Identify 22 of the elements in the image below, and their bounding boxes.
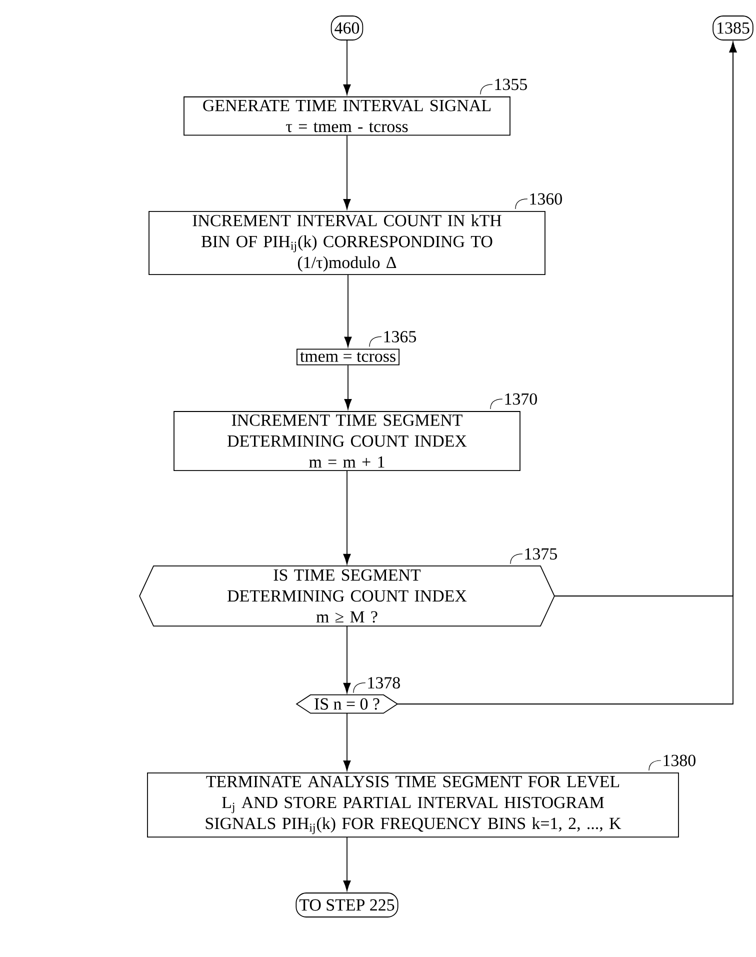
process-box: INCREMENT INTERVAL COUNT IN kTH BIN OF PIH$_{ij}$(k) CORRESPONDING TO (1/τ)modulo Δ	[148, 210, 546, 276]
arrow	[396, 42, 737, 704]
arrow	[343, 626, 351, 694]
reference-number: 1360	[515, 193, 562, 210]
arrow	[344, 364, 352, 410]
reference-number: 1375	[510, 548, 557, 564]
reference-number: 1380	[648, 754, 696, 771]
process-box: GENERATE TIME INTERVAL SIGNAL τ = tmem - tcross	[184, 96, 510, 136]
arrow	[343, 470, 351, 564]
arrow	[343, 135, 351, 210]
arrow	[343, 712, 351, 771]
reference-number: 1378	[353, 677, 400, 694]
reference-number: 1365	[369, 331, 416, 348]
process-box: INCREMENT TIME SEGMENT DETERMINING COUNT INDEX m = m + 1	[174, 411, 520, 471]
arrow	[343, 40, 351, 95]
reference-number: 1370	[490, 393, 537, 410]
process-box: tmem = tcross	[296, 348, 400, 366]
decision-hexagon: IS TIME SEGMENT DETERMINING COUNT INDEX m ≥ M ?	[139, 565, 555, 627]
process-box: TERMINATE ANALYSIS TIME SEGMENT FOR LEVEL L$_{j}$ AND STORE PARTIAL INTERVAL HISTOGRAM SIGNALS PIH$_{ij}$(k) FOR FREQUENCY BINS k=1, 2, ..., K	[147, 772, 679, 838]
reference-number: 1355	[480, 78, 527, 95]
arrow	[344, 274, 352, 348]
arrow	[343, 837, 351, 891]
